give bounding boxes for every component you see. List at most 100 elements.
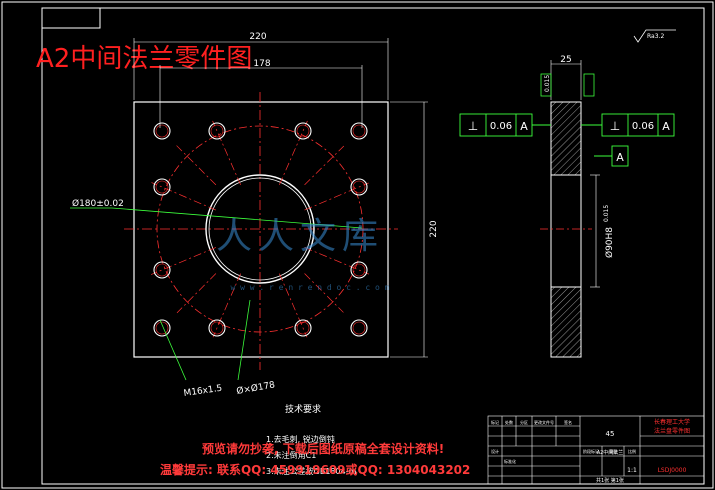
svg-text:A: A (662, 120, 670, 133)
bolt-hole-thread (352, 263, 366, 277)
dim-hole-spec: M16x1.5 (183, 384, 223, 399)
bolt-hole-thread (296, 321, 310, 335)
bolt-hole (350, 122, 368, 140)
watermark-url: w w w . r e n r e n d o c . c o m (231, 283, 390, 292)
svg-text:⊥: ⊥ (610, 119, 620, 133)
note-line-3: 3.未注公差按GB1804-m (266, 466, 357, 476)
radial-line (304, 182, 369, 211)
dim-section-tol: 0.015 (603, 205, 610, 222)
dim-pitch: Ø×Ø178 (236, 379, 276, 397)
bolt-hole-thread (352, 124, 366, 138)
title-block-text: 长春理工大学 法兰盘零件图 45 A2中间法兰 1:1 LSDJ0000 共1张… (491, 418, 690, 484)
bolt-hole-thread (210, 321, 224, 335)
section-bore (550, 174, 582, 288)
radial-line (212, 120, 241, 186)
notes-heading: 技术要求 (285, 403, 321, 415)
bolt-hole (153, 319, 171, 337)
radial-line (304, 145, 345, 186)
front-view: 220 178 220 Ø180±0.02 M16x1.5 Ø×Ø178 (70, 32, 439, 399)
bolt-hole-thread (155, 263, 169, 277)
gdt-right-frame: ⊥ 0.06 A (581, 113, 675, 137)
center-bore (205, 174, 315, 284)
bolt-holes (153, 122, 368, 337)
note-line-1: 1.去毛刺, 锐边倒钝 (266, 434, 335, 444)
radial-line (279, 120, 308, 186)
svg-text:分区: 分区 (520, 419, 528, 425)
section-lower (550, 286, 582, 358)
bolt-hole (294, 122, 312, 140)
promo-line-2: 温馨提示: 联系QQ: 459919609或QQ: 1304043202 (160, 462, 470, 477)
dim-thickness: 25 (560, 55, 571, 65)
bore-leader (111, 207, 363, 229)
svg-text:更改文件号: 更改文件号 (534, 419, 554, 425)
note-line-2: 2.未注倒角C1 (266, 450, 316, 460)
radial-line (176, 273, 217, 314)
bolt-hole-thread (210, 124, 224, 138)
pitch-circle (156, 125, 364, 333)
section-upper (550, 101, 582, 176)
tb-scale: 1:1 (627, 467, 637, 474)
bolt-hole-thread (352, 180, 366, 194)
bolt-hole (208, 122, 226, 140)
bolt-hole-thread (352, 321, 366, 335)
gdt-left-frame: ⊥ 0.06 A (459, 113, 551, 137)
radial-line (304, 247, 370, 275)
roughness-symbol: Ra3.2 (633, 29, 676, 43)
svg-text:签名: 签名 (564, 419, 572, 425)
small-tol-left: 0.015 (544, 75, 551, 92)
bore-chamfer (208, 177, 312, 281)
svg-text:重量: 重量 (609, 448, 617, 454)
bolt-hole (294, 319, 312, 337)
svg-text:0.06: 0.06 (490, 121, 512, 132)
dim-height: 220 (429, 220, 439, 237)
bolt-hole (208, 319, 226, 337)
svg-text:比例: 比例 (628, 448, 636, 454)
svg-text:标记: 标记 (491, 419, 499, 425)
watermark: 人人文库 w w w . r e n r e n d o c . c o m (216, 216, 390, 292)
dim-width-outer: 220 (249, 32, 266, 42)
svg-text:设计: 设计 (491, 448, 499, 454)
inner-frame (41, 7, 705, 485)
tb-code: A2中间法兰 (597, 449, 624, 456)
hole-leader (159, 319, 187, 381)
radial-lines (151, 120, 370, 338)
radial-line (304, 273, 344, 313)
svg-text:Ra3.2: Ra3.2 (647, 33, 664, 40)
svg-text:处数: 处数 (505, 419, 513, 425)
pitch-leader (237, 299, 251, 381)
watermark-brand: 人人文库 (216, 216, 384, 257)
bolt-hole (350, 178, 368, 196)
drawing-title: A2中间法兰零件图 (36, 44, 252, 74)
radial-line (279, 273, 308, 338)
bolt-hole (350, 319, 368, 337)
tb-sheet: 共1张 第1张 (596, 477, 624, 484)
promo-line-1: 预览请勿抄袭, 下载后图纸原稿全套设计资料! (202, 441, 444, 456)
dim-width-inner: 178 (253, 59, 270, 69)
dim-bore: Ø180±0.02 (72, 198, 124, 209)
bolt-hole-thread (155, 321, 169, 335)
tb-school: 长春理工大学 (654, 418, 690, 426)
bolt-hole (153, 178, 171, 196)
tech-notes: 技术要求 1.去毛刺, 锐边倒钝 2.未注倒角C1 3.未注公差按GB1804-… (266, 403, 357, 476)
corner-box (41, 7, 101, 29)
radial-line (151, 182, 217, 211)
datum-flag: A (594, 145, 629, 167)
bolt-hole-thread (155, 124, 169, 138)
svg-text:A: A (616, 151, 624, 164)
tb-material: 45 (606, 430, 615, 438)
svg-text:0.06: 0.06 (632, 121, 654, 132)
radial-line (212, 273, 241, 338)
tb-drawing-name: 法兰盘零件图 (654, 427, 690, 435)
tb-part-no: LSDJ0000 (658, 467, 687, 474)
bolt-hole-thread (296, 124, 310, 138)
bolt-hole (153, 122, 171, 140)
radial-line (151, 247, 217, 275)
svg-text:⊥: ⊥ (468, 119, 478, 133)
radial-line (176, 145, 217, 186)
flange-outline (133, 101, 389, 358)
title-block (487, 415, 705, 485)
bolt-hole-thread (155, 180, 169, 194)
svg-text:标准化: 标准化 (504, 458, 516, 464)
